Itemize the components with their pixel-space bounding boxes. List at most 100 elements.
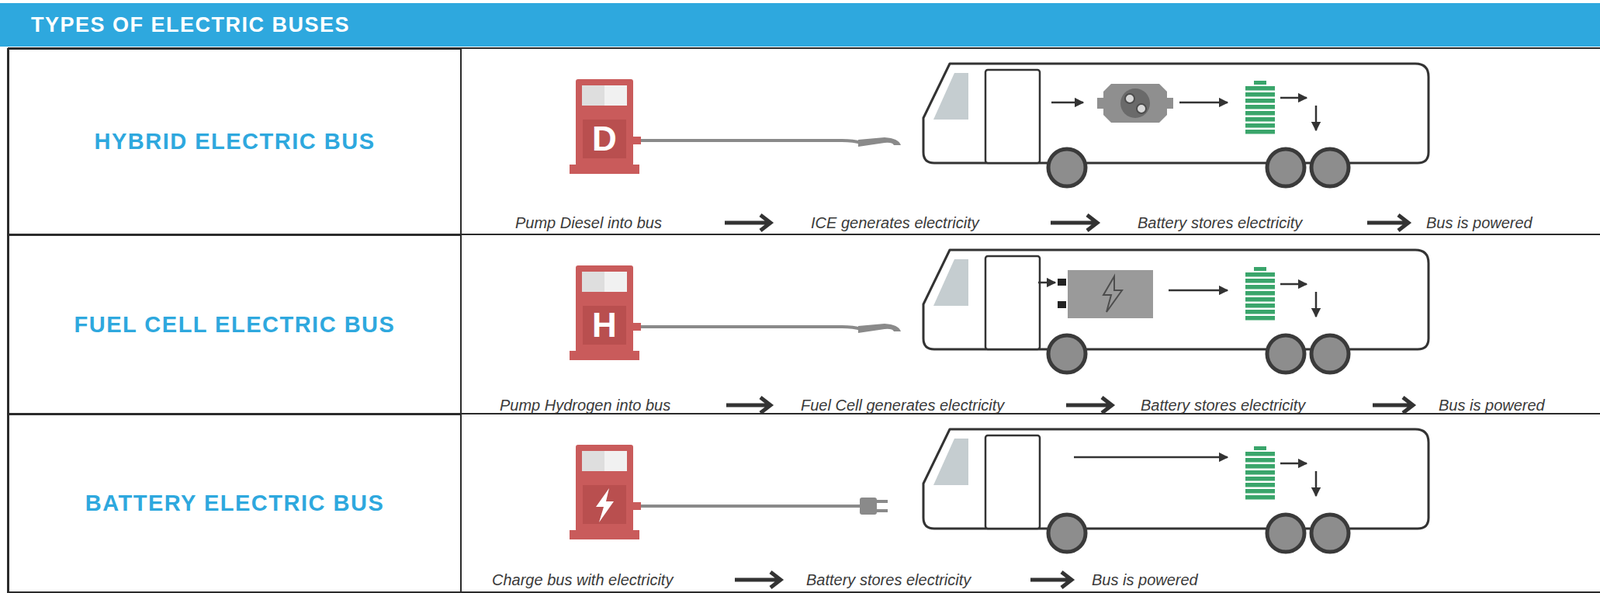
lightning-bolt-symbol	[595, 488, 614, 523]
battery-cell	[1245, 315, 1275, 321]
step-caption: Fuel Cell generates electricity	[800, 396, 1005, 415]
hose-outlet	[633, 502, 641, 510]
flow-arrow	[1280, 96, 1307, 100]
plug-prong	[876, 509, 888, 513]
bus-windshield	[933, 72, 969, 120]
battery-cell	[1245, 303, 1275, 309]
pump-letter-panel	[582, 119, 627, 159]
engine-core	[1120, 88, 1150, 118]
flow-arrow	[1315, 105, 1318, 131]
fuel-cell-bolt	[1103, 276, 1123, 312]
title-band	[0, 3, 1600, 47]
battery-cell	[1245, 309, 1275, 315]
bus-body	[923, 429, 1429, 529]
battery-cell	[1245, 495, 1275, 500]
engine-block	[1103, 83, 1168, 123]
row-heading-cell: HYBRID ELECTRIC BUS	[7, 48, 462, 236]
battery-symbol	[1245, 266, 1275, 321]
fuel-cell-terminal	[1057, 278, 1067, 286]
step-arrow	[1050, 214, 1098, 231]
battery-cell	[1245, 272, 1275, 278]
bus-wheel	[1048, 514, 1086, 552]
pump-body	[575, 444, 634, 532]
battery-cell	[1245, 117, 1275, 122]
battery-symbol	[1245, 446, 1275, 500]
battery-cell	[1245, 464, 1275, 469]
fuel-hose	[640, 326, 862, 330]
battery-cell	[1245, 110, 1275, 116]
bus-outline	[923, 249, 1429, 373]
flow-arrow	[1179, 101, 1228, 104]
step-caption: Pump Hydrogen into bus	[499, 396, 671, 415]
step-caption: Bus is powered	[1438, 396, 1545, 415]
pump-letter-panel	[582, 484, 627, 524]
step-caption: Bus is powered	[1091, 571, 1199, 589]
bus-door	[985, 69, 1040, 163]
bus-wheel	[1267, 335, 1305, 373]
bus-outline	[923, 63, 1429, 187]
row-illustration	[569, 429, 1429, 588]
battery-cell	[1245, 284, 1275, 290]
battery-cap	[1253, 80, 1267, 85]
battery-cell	[1245, 451, 1275, 457]
bus-windshield	[933, 438, 969, 485]
battery-cell	[1245, 482, 1275, 488]
step-arrow	[1372, 397, 1413, 413]
battery-cell	[1245, 92, 1275, 97]
fuel-pump-symbol	[569, 444, 888, 540]
row-heading: HYBRID ELECTRIC BUS	[93, 128, 375, 155]
battery-cell	[1245, 104, 1275, 110]
pump-window	[581, 271, 605, 292]
flow-arrow	[1073, 456, 1228, 459]
pump-window	[604, 450, 627, 471]
flow-arrow	[1168, 289, 1228, 292]
pump-base	[569, 529, 640, 540]
bus-wheel	[1267, 514, 1305, 552]
plug-body	[859, 497, 877, 515]
step-caption: Charge bus with electricity	[491, 571, 673, 589]
charging-cable	[640, 504, 862, 508]
bus-body	[923, 249, 1429, 350]
hose-outlet	[633, 136, 641, 145]
pump-body	[575, 265, 634, 353]
battery-cell	[1245, 457, 1275, 463]
battery-cell	[1245, 470, 1275, 475]
row-illustration	[569, 249, 1429, 413]
step-arrow	[1066, 397, 1112, 413]
step-caption: Battery stores electricity	[1140, 396, 1306, 415]
flow-arrow	[1280, 283, 1307, 286]
pump-body	[575, 79, 634, 167]
flow-arrow	[1315, 470, 1318, 496]
engine-symbol	[1097, 83, 1174, 123]
fuel-nozzle	[858, 323, 901, 333]
step-arrow	[1030, 571, 1072, 588]
step-caption: Battery stores electricity	[806, 571, 971, 589]
row-heading: FUEL CELL ELECTRIC BUS	[74, 311, 396, 338]
pump-letter: D	[592, 119, 617, 159]
bus-wheel	[1267, 148, 1305, 187]
battery-cell	[1245, 297, 1275, 302]
battery-cell	[1245, 476, 1275, 482]
step-caption: ICE generates electricity	[810, 214, 980, 233]
step-caption: Bus is powered	[1426, 214, 1533, 233]
battery-cell	[1245, 129, 1275, 135]
battery-cell	[1245, 86, 1275, 91]
bus-door	[985, 435, 1040, 529]
pump-window	[604, 85, 627, 106]
bus-wheel	[1311, 514, 1349, 552]
step-arrow	[1367, 214, 1409, 231]
flow-arrow	[1280, 462, 1307, 465]
bus-outline	[923, 429, 1429, 552]
flow-arrow	[1038, 281, 1056, 284]
pump-base	[569, 350, 640, 361]
plug-prong	[876, 499, 888, 503]
bus-body	[923, 63, 1429, 163]
fuel-pump-symbol	[569, 79, 901, 174]
pump-letter: H	[592, 305, 617, 345]
pump-window	[581, 85, 605, 106]
step-arrow	[734, 571, 781, 588]
pump-window	[604, 271, 627, 292]
battery-cell	[1245, 278, 1275, 284]
fuel-hose	[640, 140, 862, 143]
